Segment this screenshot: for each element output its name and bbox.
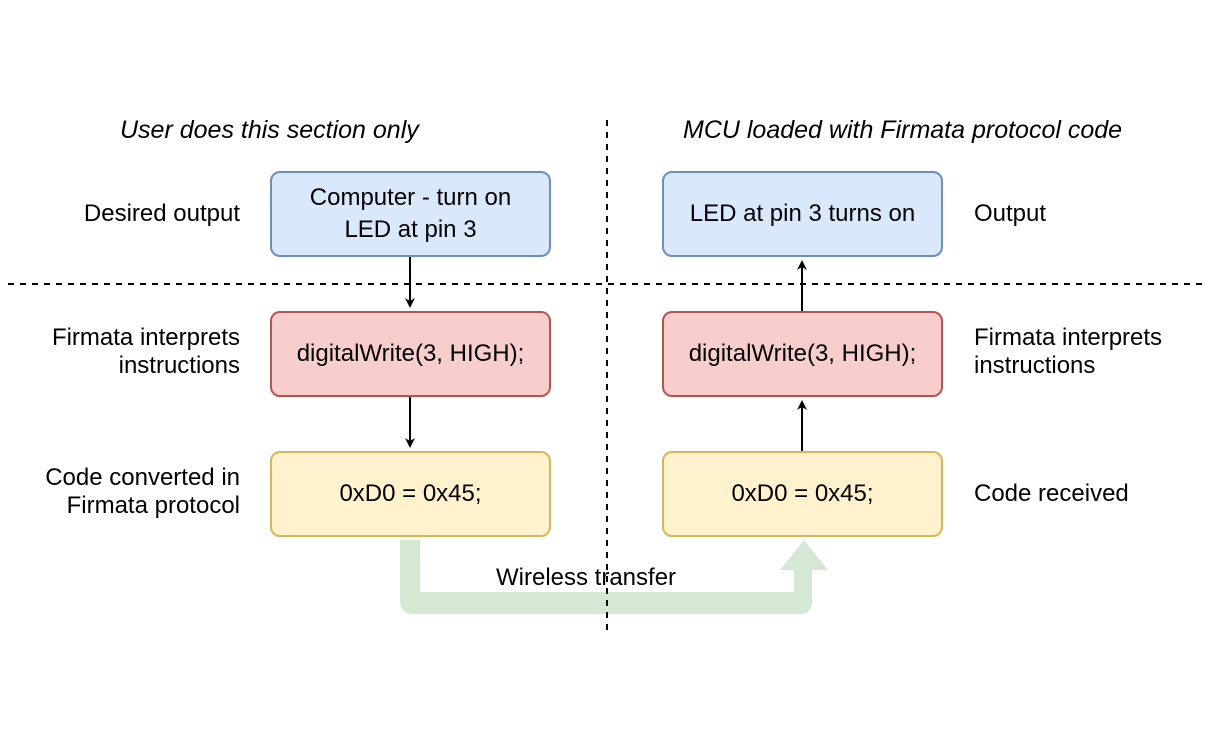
- left-section-header: User does this section only: [120, 116, 419, 144]
- label-output: Output: [974, 200, 1047, 227]
- box-right-hex-code: 0xD0 = 0x45;: [662, 451, 943, 537]
- box-led-turns-on: LED at pin 3 turns on: [662, 171, 943, 257]
- box-right-digitalwrite: digitalWrite(3, HIGH);: [662, 311, 943, 397]
- label-desired-output: Desired output: [83, 200, 240, 227]
- right-section-header: MCU loaded with Firmata protocol code: [683, 116, 1123, 144]
- label-wireless-transfer: Wireless transfer: [496, 564, 677, 591]
- label-code-received: Code received: [974, 480, 1129, 507]
- box-left-hex-code: 0xD0 = 0x45;: [270, 451, 551, 537]
- transfer-arrow: [400, 540, 828, 614]
- label-right-interprets: Firmata interprets instructions: [974, 324, 1163, 379]
- box-left-digitalwrite: digitalWrite(3, HIGH);: [270, 311, 551, 397]
- box-computer-turn-on-led: Computer - turn on LED at pin 3: [270, 171, 551, 257]
- label-left-interprets: Firmata interprets instructions: [51, 324, 240, 379]
- label-code-converted: Code converted in Firmata protocol: [45, 464, 240, 519]
